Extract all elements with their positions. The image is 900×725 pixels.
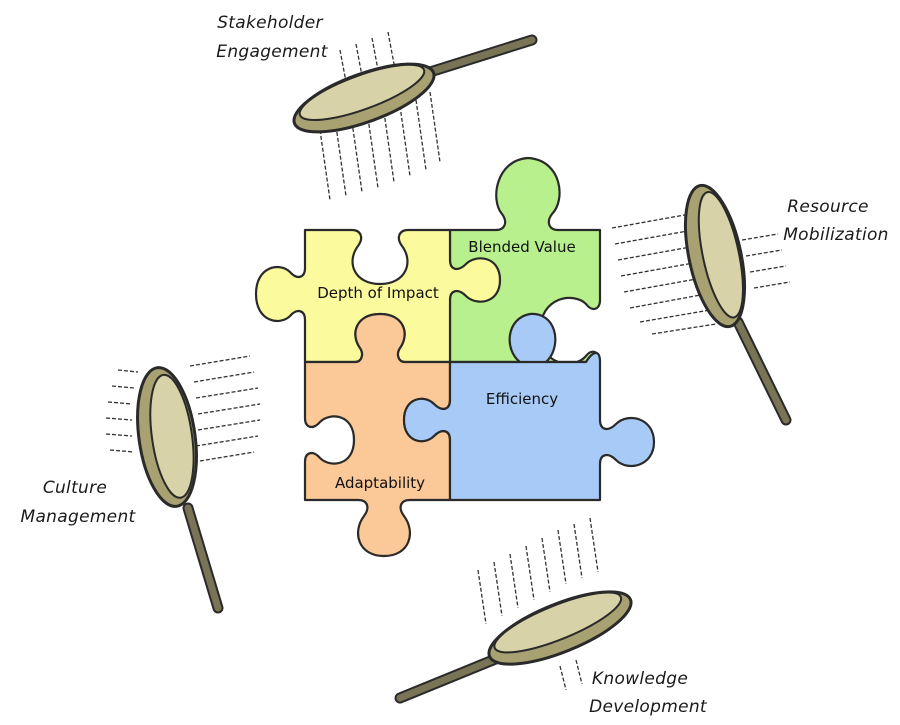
hatch-resource [611, 213, 791, 335]
magnifier-resource: Resource Mobilization [611, 183, 889, 426]
puzzle-piece-efficiency [402, 312, 656, 502]
magnifier-knowledge: Knowledge Development [394, 517, 708, 717]
label-blended-value: Blended Value [468, 238, 575, 256]
lens-label-culture-1: Culture [43, 478, 107, 498]
magnifier-stakeholder: Stakeholder Engagement [216, 13, 538, 201]
lens-label-knowledge-1: Knowledge [592, 669, 688, 689]
hatch-culture [105, 355, 261, 463]
puzzle-piece-adaptability [303, 312, 452, 558]
magnifier-culture: Culture Management [21, 355, 261, 614]
lens-glass-resource [697, 191, 744, 319]
hatch-knowledge [477, 517, 599, 691]
lens-label-culture-2: Management [21, 507, 137, 527]
lens-glass-stakeholder [298, 63, 426, 122]
lens-label-knowledge-2: Development [589, 697, 708, 717]
lens-glass-knowledge [493, 591, 623, 654]
hatch-stakeholder [319, 31, 441, 201]
lens-glass-culture [149, 373, 195, 499]
lens-label-resource-2: Mobilization [783, 225, 889, 245]
label-adaptability: Adaptability [335, 474, 425, 492]
lens-label-resource-1: Resource [787, 197, 869, 217]
puzzle: Depth of Impact Blended Value Adaptabili… [254, 156, 656, 558]
label-efficiency: Efficiency [486, 390, 558, 408]
lens-label-stakeholder-2: Engagement [216, 42, 328, 62]
label-depth-of-impact: Depth of Impact [317, 284, 439, 302]
lens-label-stakeholder-1: Stakeholder [217, 13, 323, 33]
